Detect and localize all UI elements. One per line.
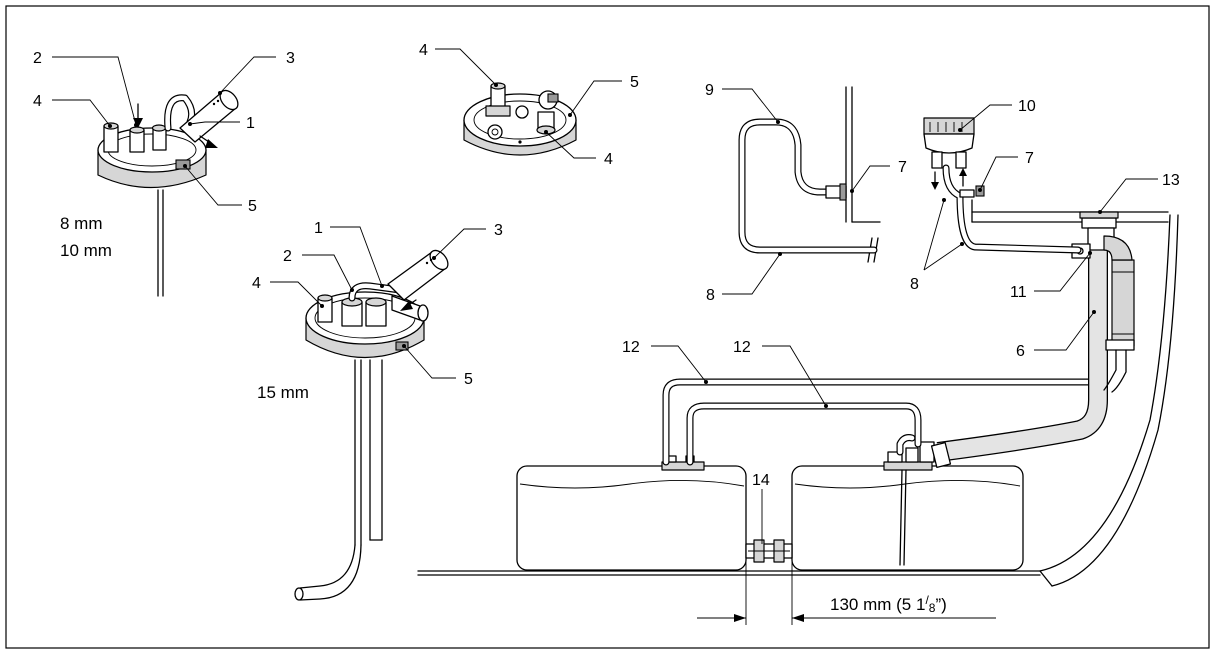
callout-6: 6: [1016, 343, 1025, 360]
callout-12: 12: [733, 339, 751, 356]
callout-10: 10: [1018, 98, 1036, 115]
callout-5: 5: [464, 371, 473, 388]
callout-labels: 2 4 3 1 5 4 5 4 1 2 4 3 5 9 8 7 10 7 8 1…: [33, 42, 1180, 489]
callout-4: 4: [33, 93, 42, 110]
callout-12: 12: [622, 339, 640, 356]
measurement-labels: 8 mm 10 mm 15 mm 130 mm (5 1/8”): [60, 214, 947, 615]
dimension-fraction-denominator: 8: [929, 601, 936, 615]
measurement-15mm: 15 mm: [257, 383, 309, 402]
callout-14: 14: [752, 472, 770, 489]
callout-7: 7: [898, 159, 907, 176]
callout-8: 8: [910, 276, 919, 293]
installation-schematic: [417, 86, 1179, 587]
diagram-frame: [5, 5, 1210, 649]
callout-9: 9: [705, 82, 714, 99]
callout-1: 1: [314, 220, 323, 237]
callout-7: 7: [1025, 150, 1034, 167]
dimension-main-text: 130 mm (5 1: [830, 595, 925, 614]
callout-11: 11: [1010, 284, 1027, 301]
callout-5: 5: [248, 198, 257, 215]
measurement-8mm: 8 mm: [60, 214, 103, 233]
dimension-fraction-numerator-sep: /: [925, 593, 929, 607]
sender-unit-15mm: [294, 249, 449, 601]
callout-8: 8: [706, 287, 715, 304]
callout-4: 4: [604, 151, 613, 168]
callout-2: 2: [283, 248, 292, 265]
callout-4: 4: [252, 275, 261, 292]
dimension-130mm: 130 mm (5 1/8”): [830, 593, 947, 615]
callout-3: 3: [286, 50, 295, 67]
callout-1: 1: [246, 115, 255, 132]
callout-3: 3: [494, 222, 503, 239]
leader-lines: [52, 48, 1158, 544]
dimension-end-text: ”): [935, 595, 946, 614]
sender-unit-top-view: [463, 82, 577, 156]
sender-unit-8-10mm: [97, 89, 239, 297]
callout-5: 5: [630, 74, 639, 91]
measurement-10mm: 10 mm: [60, 241, 112, 260]
dimension-line: [697, 558, 996, 625]
callout-4: 4: [419, 42, 428, 59]
callout-13: 13: [1162, 172, 1180, 189]
callout-2: 2: [33, 50, 42, 67]
